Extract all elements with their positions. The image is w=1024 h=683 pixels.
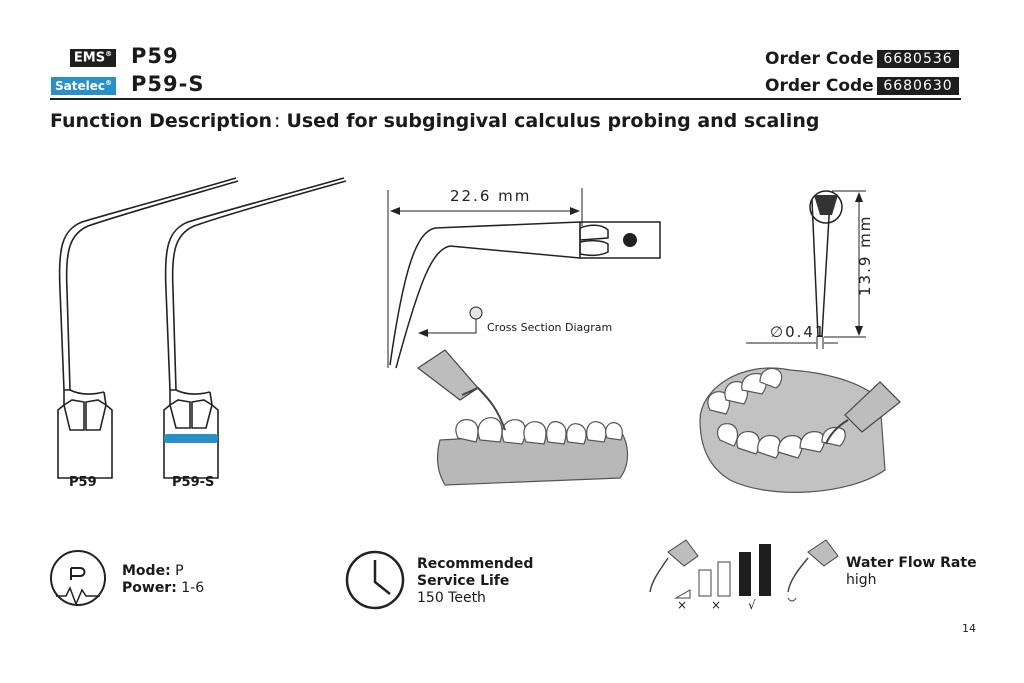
handpiece-illustration-1 (416, 349, 506, 431)
diameter-dimension-label: ∅0.41 (770, 323, 827, 341)
tip-label-p59s: P59-S (172, 475, 215, 490)
cross-section-label: Cross Section Diagram (487, 321, 613, 334)
mode-power-icon (50, 550, 106, 607)
mode-label: Mode: (122, 563, 171, 579)
header-divider (50, 98, 961, 100)
mode-power-spec: Mode: P Power: 1-6 (122, 563, 204, 597)
water-mark-3: √ (748, 598, 756, 612)
length-dimension-label: 22.6 mm (450, 187, 532, 205)
water-mark-2: × (711, 598, 721, 612)
clock-icon (345, 550, 405, 610)
tip-p59-illustration (57, 177, 239, 479)
water-value: high (846, 572, 877, 588)
ems-brand-badge: EMS® (70, 49, 116, 67)
height-dimension-label: 13.9 mm (856, 214, 874, 296)
model-p59s: P59-S (131, 72, 205, 96)
handpiece-illustration-2 (825, 381, 901, 445)
satelec-brand-badge: Satelec® (51, 77, 116, 95)
satelec-logo-mark (623, 233, 637, 247)
water-flow-spec: Water Flow Rate high (846, 555, 977, 589)
page-number: 14 (962, 622, 976, 635)
cross-section-circle (469, 306, 483, 320)
function-separator: : (274, 110, 281, 132)
power-value: 1-6 (181, 580, 205, 596)
side-view-tip (389, 221, 661, 369)
life-title-line1: Recommended (417, 556, 534, 572)
water-mark-1: × (677, 598, 687, 612)
order-code-value: 6680536 (877, 50, 959, 68)
model-p59: P59 (131, 44, 179, 68)
order-code-value: 6680630 (877, 77, 959, 95)
life-value: 150 Teeth (417, 590, 486, 606)
function-text: Used for subgingival calculus probing an… (286, 110, 820, 132)
power-label: Power: (122, 580, 177, 596)
service-life-spec: Recommended Service Life 150 Teeth (417, 556, 533, 607)
dental-illustration-lower (436, 417, 629, 486)
life-title-line2: Service Life (417, 573, 510, 589)
front-view-tip (809, 190, 843, 337)
mode-value: P (175, 563, 184, 579)
water-flow-icon (649, 539, 839, 602)
function-description: Function Description:Used for subgingiva… (50, 110, 819, 133)
dental-illustration-arch (699, 367, 886, 493)
function-label: Function Description (50, 110, 273, 132)
order-code-label: Order Code (765, 49, 874, 69)
blue-ring-band (164, 434, 218, 443)
order-code-label: Order Code (765, 76, 874, 96)
tip-label-p59: P59 (69, 475, 97, 490)
tip-p59s-illustration (163, 177, 347, 479)
water-title: Water Flow Rate (846, 555, 977, 571)
